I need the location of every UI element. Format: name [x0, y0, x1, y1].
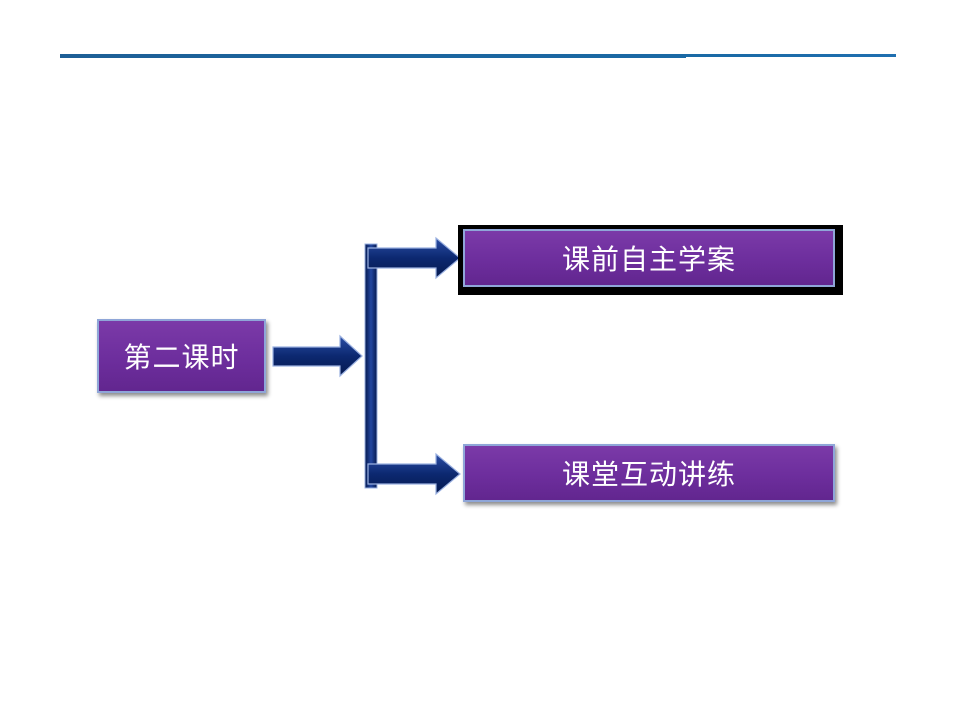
root-arrow [272, 334, 363, 378]
top-divider-notch [686, 57, 896, 59]
branch-node-classroom-label: 课堂互动讲练 [561, 458, 736, 491]
bottom-branch-arrow [367, 452, 461, 496]
top-branch-arrow [367, 236, 461, 280]
branch-node-preview-label: 课前自主学案 [561, 243, 736, 276]
top-divider-line [60, 54, 896, 58]
root-node-label: 第二课时 [123, 341, 240, 374]
root-node[interactable]: 第二课时 [97, 319, 266, 393]
branch-node-preview[interactable]: 课前自主学案 [463, 229, 835, 287]
branch-node-classroom[interactable]: 课堂互动讲练 [463, 444, 835, 502]
trunk-line [364, 243, 378, 489]
